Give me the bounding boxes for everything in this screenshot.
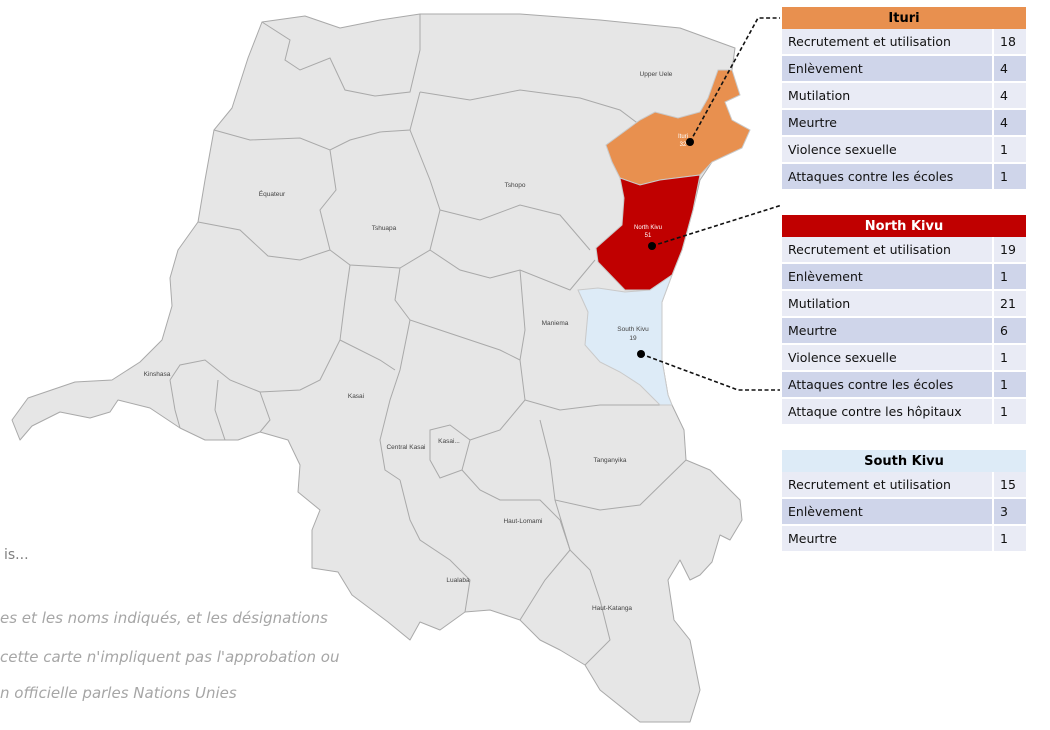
row-label: Enlèvement (782, 499, 992, 526)
row-label: Violence sexuelle (782, 137, 992, 164)
row-label: Mutilation (782, 291, 992, 318)
south-kivu-table-title: South Kivu (782, 450, 1026, 472)
row-value: 18 (992, 29, 1026, 56)
row-label: Attaques contre les écoles (782, 372, 992, 399)
row-value: 1 (992, 526, 1026, 553)
label-upper-uele: Upper Uele (640, 71, 673, 78)
row-label: Recrutement et utilisation (782, 472, 992, 499)
row-label: Enlèvement (782, 264, 992, 291)
row-value: 1 (992, 399, 1026, 426)
row-label: Meurtre (782, 526, 992, 553)
row-label: Recrutement et utilisation (782, 237, 992, 264)
disclaimer-line-1: es et les noms indiqués, et les désignat… (0, 609, 328, 627)
north-kivu-table-title: North Kivu (782, 215, 1026, 237)
row-value: 19 (992, 237, 1026, 264)
province-borders (169, 14, 687, 666)
label-haut-lomami: Haut-Lomami (503, 518, 542, 525)
row-value: 6 (992, 318, 1026, 345)
row-value: 4 (992, 110, 1026, 137)
row-label: Recrutement et utilisation (782, 29, 992, 56)
label-maniema: Maniema (542, 320, 569, 327)
drc-province-map: Upper Uele Équateur Tshopo Tshuapa Manie… (11, 13, 780, 723)
disclaimer-line-2: cette carte n'impliquent pas l'approbati… (0, 648, 340, 666)
row-value: 4 (992, 83, 1026, 110)
label-kinshasa: Kinshasa (144, 371, 171, 378)
row-value: 15 (992, 472, 1026, 499)
label-ituri-value: 32 (680, 142, 687, 148)
label-equateur: Équateur (259, 189, 286, 198)
label-ituri: Ituri (678, 134, 688, 140)
row-value: 3 (992, 499, 1026, 526)
label-haut-katanga: Haut-Katanga (592, 605, 632, 612)
ituri-marker-dot (686, 138, 694, 146)
north-kivu-leader-line (651, 204, 780, 247)
label-lualaba: Lualaba (446, 577, 470, 584)
row-value: 4 (992, 56, 1026, 83)
label-south-kivu: South Kivu (617, 326, 649, 333)
row-label: Mutilation (782, 83, 992, 110)
label-north-kivu: North Kivu (634, 225, 662, 231)
row-value: 1 (992, 372, 1026, 399)
row-value: 1 (992, 137, 1026, 164)
ituri-table-title: Ituri (782, 7, 1026, 29)
row-value: 1 (992, 264, 1026, 291)
ituri-leader-line (689, 17, 780, 143)
label-tshopo: Tshopo (505, 182, 526, 189)
row-value: 21 (992, 291, 1026, 318)
label-tanganyika: Tanganyika (594, 457, 627, 464)
label-central-kasai: Central Kasai (386, 444, 425, 451)
disclaimer-line-3: n officielle parles Nations Unies (0, 684, 237, 702)
row-label: Meurtre (782, 318, 992, 345)
label-tshuapa: Tshuapa (372, 225, 397, 232)
label-north-kivu-value: 51 (645, 233, 652, 239)
row-label: Violence sexuelle (782, 345, 992, 372)
north-kivu-marker-dot (648, 242, 656, 250)
south-kivu-province[interactable] (577, 273, 674, 406)
row-label: Attaques contre les écoles (782, 164, 992, 191)
row-label: Attaque contre les hôpitaux (782, 399, 992, 426)
label-kasai-oriental: Kasai... (438, 438, 460, 445)
row-value: 1 (992, 345, 1026, 372)
row-value: 1 (992, 164, 1026, 191)
south-kivu-marker-dot (637, 350, 645, 358)
label-kasai: Kasai (348, 393, 364, 400)
south-kivu-leader-line (640, 353, 780, 391)
truncated-caption: is... (4, 547, 29, 563)
row-label: Enlèvement (782, 56, 992, 83)
label-south-kivu-value: 19 (629, 335, 637, 342)
row-label: Meurtre (782, 110, 992, 137)
